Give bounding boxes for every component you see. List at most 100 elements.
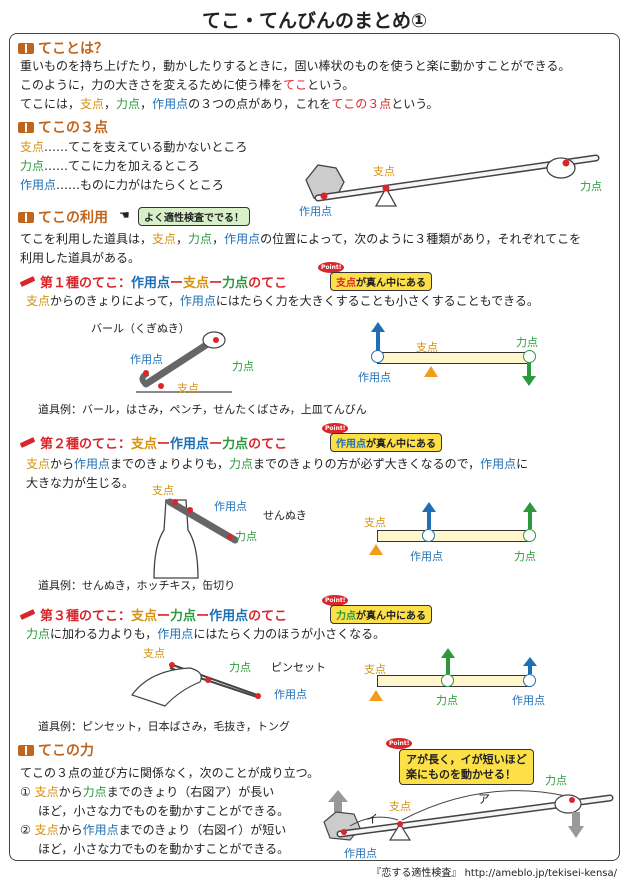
kind1-dia-effort: 力点 <box>516 336 538 349</box>
fulcrum-triangle-icon <box>388 822 412 841</box>
pointing-hand-icon: ☚ <box>119 208 130 222</box>
kind2-effort-point <box>523 529 536 542</box>
definition-effort: 力点……てこに力を加えるところ <box>20 159 200 173</box>
fulcrum-triangle-icon <box>374 186 398 207</box>
kind3-note: 力点が真ん中にある <box>330 605 432 624</box>
pencil-icon <box>19 609 36 620</box>
kind2-fulcrum-triangle <box>369 544 383 555</box>
force-lever-illustration <box>323 790 614 841</box>
arrow-down-icon <box>522 362 536 386</box>
arrow-up-icon <box>523 502 537 529</box>
book-icon <box>18 212 34 223</box>
kind3-ill-effort: 力点 <box>229 661 251 674</box>
footer-credit: 『恋する適性検査』 http://ameblo.jp/tekisei-kensa… <box>371 868 617 879</box>
kind1-ill-fulcrum: 支点 <box>177 382 199 395</box>
kind2-examples: 道具例：せんぬき，ホッチキス，缶切り <box>38 579 236 592</box>
kind2-desc-1: 支点から作用点までのきょりよりも，力点までのきょりの方が必ず大きくなるので，作用… <box>26 457 529 471</box>
tweezers-illustration <box>131 662 261 707</box>
crowbar-illustration <box>136 331 232 393</box>
crowbar-tool-label: バール（くぎぬき） <box>91 322 190 335</box>
use-line-1: てこを利用した道具は，支点，力点，作用点の位置によって，次のように３種類があり，… <box>20 232 582 246</box>
kind2-heading: 第２種のてこ：支点ー作用点ー力点のてこ <box>19 433 287 452</box>
kind2-load-point <box>422 529 435 542</box>
kind3-ill-fulcrum: 支点 <box>143 647 165 660</box>
definition-fulcrum: 支点……てこを支えている動かないところ <box>20 140 248 154</box>
rock-icon <box>305 164 345 199</box>
hand-icon <box>554 794 582 814</box>
kind2-note: 作用点が真ん中にある <box>330 433 442 452</box>
force-fig-effort: 力点 <box>545 774 567 787</box>
kind1-lever-bar <box>377 352 531 364</box>
pencil-icon <box>19 276 36 287</box>
force-fig-fulcrum: 支点 <box>389 800 411 813</box>
point-badge: Point! <box>322 595 349 606</box>
hand-icon <box>546 157 576 179</box>
kind2-desc-2: 大きな力が生じる。 <box>26 476 135 490</box>
kind3-tool-label: ピンセット <box>271 661 326 674</box>
fig-fulcrum-label: 支点 <box>373 165 395 178</box>
kind3-dia-load: 作用点 <box>512 694 545 707</box>
bottle-opener-illustration <box>153 498 239 579</box>
kind2-tool-label: せんぬき <box>263 509 307 522</box>
kind1-examples: 道具例：バール，はさみ，ペンチ，せんたくばさみ，上皿てんびん <box>38 403 367 416</box>
kind1-heading: 第１種のてこ：作用点ー支点ー力点のてこ <box>19 272 287 291</box>
kind2-dia-fulcrum: 支点 <box>364 516 386 529</box>
arrow-up-icon <box>441 648 455 674</box>
tip-bubble: アが長く，イが短いほど 楽にものを動かせる！ <box>399 749 534 785</box>
arrow-up-icon <box>523 657 537 674</box>
rule-1-line-2: ほど，小さな力でものを動かすことができる。 <box>38 804 290 818</box>
kind3-dia-fulcrum: 支点 <box>364 663 386 676</box>
kind3-heading: 第３種のてこ：支点ー力点ー作用点のてこ <box>19 605 287 624</box>
point-badge: Point! <box>318 262 345 273</box>
kind3-fulcrum-triangle <box>369 690 383 701</box>
section-heading-what-is-lever: てことは？ <box>18 38 108 58</box>
intro-line-3: てこには，支点，力点，作用点の３つの点があり，これをてこの３点という。 <box>20 97 439 111</box>
kind1-ill-effort: 力点 <box>232 360 254 373</box>
force-fig-distance-i: イ <box>366 812 379 826</box>
kind3-load-point <box>523 674 536 687</box>
kind1-dia-load: 作用点 <box>358 371 391 384</box>
definition-load: 作用点……ものに力がはたらくところ <box>20 178 224 192</box>
kind1-ill-load: 作用点 <box>130 353 163 366</box>
kind3-desc: 力点に加わる力よりも，作用点にはたらく力のほうが小さくなる。 <box>26 627 386 641</box>
force-fig-load: 作用点 <box>344 847 377 860</box>
exam-badge: よく適性検査ででる！ <box>138 207 250 226</box>
arrow-up-icon <box>328 790 348 812</box>
force-intro: てこの３点の並び方に関係なく，次のことが成り立つ。 <box>20 766 320 780</box>
kind3-dia-effort: 力点 <box>436 694 458 707</box>
hand-icon <box>131 667 202 707</box>
section-heading-use-of-lever: てこの利用 <box>18 207 108 227</box>
arrow-up-icon <box>371 322 385 351</box>
kind2-dia-load: 作用点 <box>410 550 443 563</box>
rule-2-line-2: ほど，小さな力でものを動かすことができる。 <box>38 842 290 856</box>
kind1-fulcrum-triangle <box>424 366 438 377</box>
section-heading-lever-force: てこの力 <box>18 740 94 760</box>
fig-load-label: 作用点 <box>299 205 332 218</box>
kind2-dia-effort: 力点 <box>514 550 536 563</box>
rule-2-line-1: ② 支点から作用点までのきょり（右図イ）が短い <box>20 823 287 837</box>
book-icon <box>18 122 34 133</box>
intro-line-1: 重いものを持ち上げたり，動かしたりするときに，固い棒状のものを使うと楽に動かすこ… <box>20 59 571 73</box>
lever-illustration <box>305 154 600 207</box>
fig-effort-label: 力点 <box>580 180 602 193</box>
rule-1-line-1: ① 支点から力点までのきょり（右図ア）が長い <box>20 785 275 799</box>
kind1-desc: 支点からのきょりによって，作用点にはたらく力を大きくすることも小さくすることもで… <box>26 294 539 308</box>
arrow-down-icon <box>568 826 584 838</box>
book-icon <box>18 43 34 54</box>
page-title: てこ・てんびんのまとめ① <box>201 10 428 32</box>
kind1-note: 支点が真ん中にある <box>330 272 432 291</box>
kind3-effort-point <box>441 674 454 687</box>
tip-bubble-line-1: アが長く，イが短いほど <box>406 753 527 766</box>
use-line-2: 利用した道具がある。 <box>20 251 141 265</box>
section-heading-three-points: てこの３点 <box>18 117 108 137</box>
tip-bubble-line-2: 楽にものを動かせる！ <box>406 768 516 781</box>
book-icon <box>18 745 34 756</box>
kind2-ill-load: 作用点 <box>214 500 247 513</box>
pencil-icon <box>19 437 36 448</box>
point-badge: Point! <box>322 423 349 434</box>
kind3-lever-bar <box>377 675 531 687</box>
content-frame <box>9 33 620 861</box>
kind3-examples: 道具例：ピンセット，日本ばさみ，毛抜き，トング <box>38 720 290 733</box>
intro-line-2: このように，力の大きさを変えるために使う棒をてこという。 <box>20 78 355 92</box>
kind1-dia-fulcrum: 支点 <box>416 341 438 354</box>
